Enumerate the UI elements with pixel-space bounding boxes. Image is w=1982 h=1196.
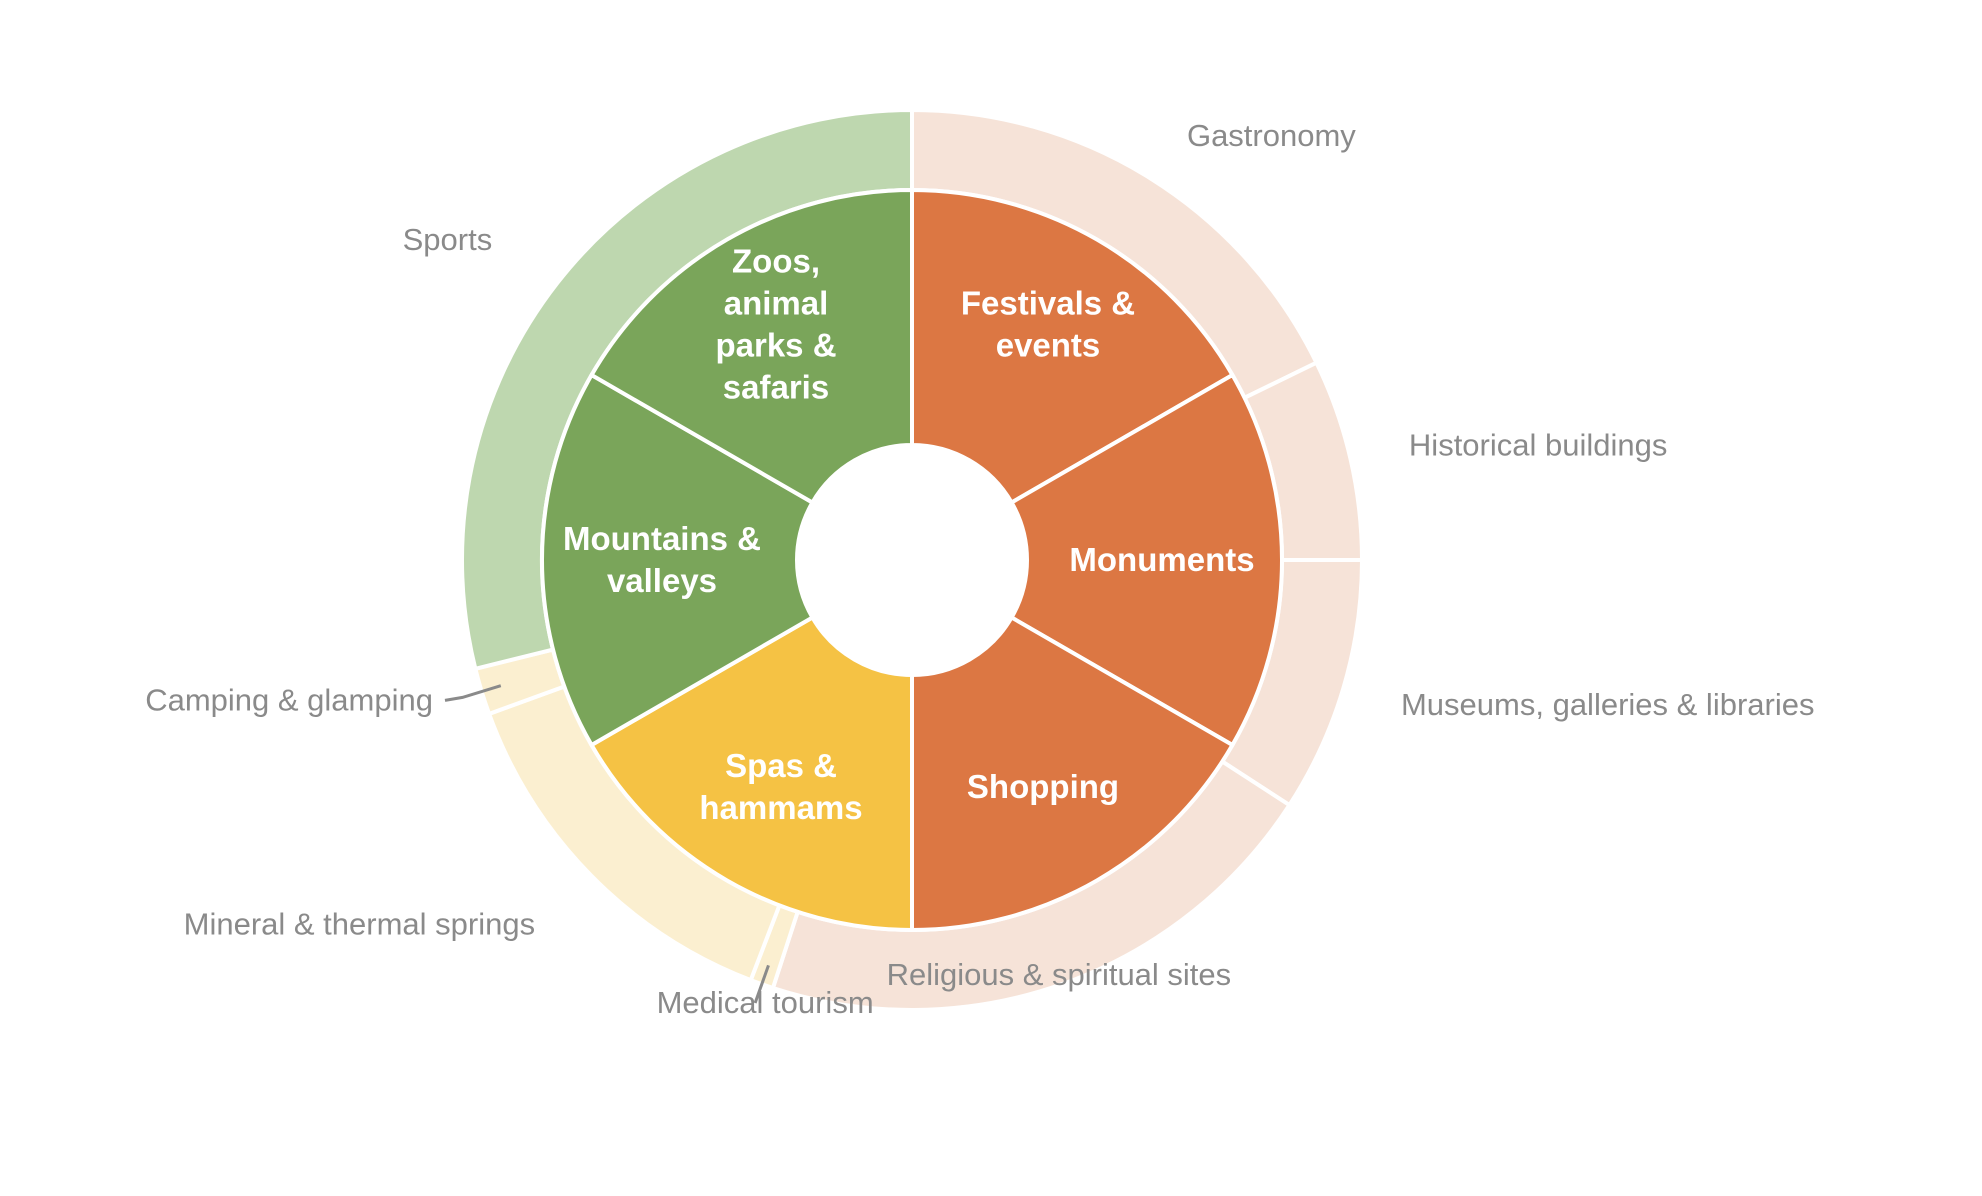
outer-label-mineral-and-thermal-springs: Mineral & thermal springs: [184, 906, 535, 941]
inner-slice-festivals-and-events: [910, 187, 1236, 506]
outer-label-historical-buildings: Historical buildings: [1409, 427, 1667, 462]
inner-slice-zoos-animal-parks-and-safaris: [588, 187, 914, 506]
leader-lines: [444, 684, 770, 1004]
inner-ring: [540, 187, 1284, 933]
leader-line-camping-and-glamping: [444, 684, 502, 702]
inner-label-mountains-and-valleys: Mountains &valleys: [563, 520, 761, 599]
outer-label-sports: Sports: [403, 222, 493, 257]
outer-label-religious-and-spiritual-sites: Religious & spiritual sites: [887, 957, 1232, 992]
outer-label-gastronomy: Gastronomy: [1187, 118, 1356, 153]
inner-slice-spas-and-hammams: [588, 614, 914, 933]
inner-slice-monuments: [1008, 372, 1284, 748]
inner-label-monuments: Monuments: [1069, 541, 1254, 578]
inner-slice-shopping: [910, 614, 1236, 933]
leader-line-medical-tourism: [753, 964, 770, 1004]
outer-label-camping-and-glamping: Camping & glamping: [145, 682, 433, 717]
inner-slice-mountains-and-valleys: [540, 372, 816, 748]
outer-label-medical-tourism: Medical tourism: [657, 985, 874, 1020]
outer-label-museums-galleries-and-libraries: Museums, galleries & libraries: [1401, 687, 1814, 722]
inner-label-festivals-and-events: Festivals &events: [961, 284, 1135, 363]
inner-label-spas-and-hammams: Spas &hammams: [699, 747, 862, 826]
inner-label-shopping: Shopping: [967, 768, 1119, 805]
